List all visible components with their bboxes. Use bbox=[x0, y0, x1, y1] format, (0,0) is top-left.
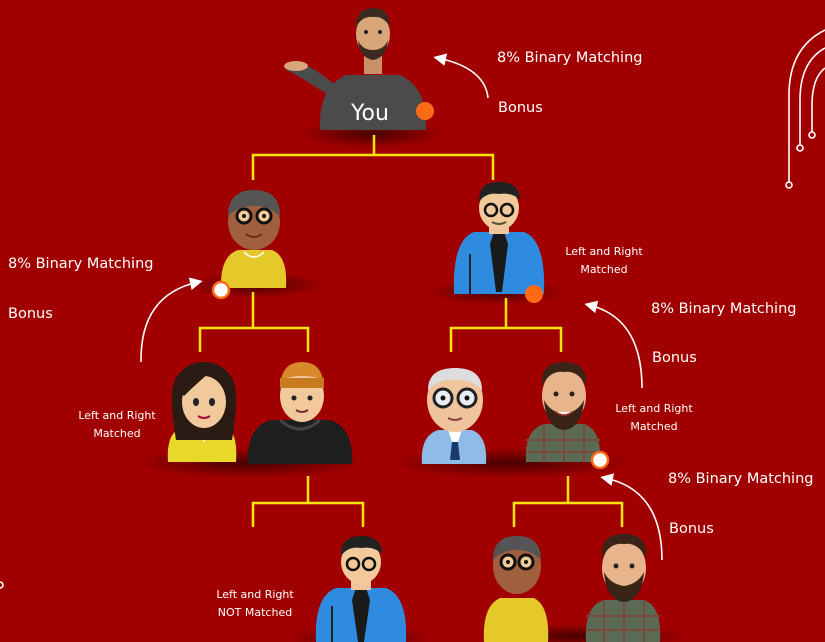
match-label: Left and Right Matched bbox=[597, 400, 711, 436]
avatar-left-2b bbox=[247, 362, 353, 464]
status-dot-orange bbox=[416, 102, 434, 120]
binary-matching-title: 8% Binary Matching bbox=[668, 471, 814, 487]
match-label-line2: Matched bbox=[93, 427, 141, 440]
avatar-right-3b bbox=[585, 534, 661, 642]
bonus-subtitle: Bonus bbox=[498, 100, 543, 116]
tree-connectors bbox=[198, 135, 624, 527]
match-label-line2: Matched bbox=[630, 420, 678, 433]
avatar-left-3 bbox=[315, 536, 407, 642]
avatar-right-3a bbox=[483, 536, 549, 642]
match-label-line2: Matched bbox=[580, 263, 628, 276]
match-label-line1: Left and Right bbox=[216, 588, 294, 601]
binary-matching-title: 8% Binary Matching bbox=[651, 301, 797, 317]
binary-matching-title: 8% Binary Matching bbox=[8, 256, 154, 272]
binary-matching-title: 8% Binary Matching bbox=[497, 50, 643, 66]
bonus-subtitle: Bonus bbox=[669, 521, 714, 537]
avatar-left-2a bbox=[167, 362, 237, 462]
match-label-line2: NOT Matched bbox=[217, 606, 293, 619]
avatar-right-2a bbox=[421, 368, 487, 464]
status-dot-orange bbox=[525, 285, 543, 303]
match-label: Left and Right Matched bbox=[61, 407, 173, 443]
circuit-decoration bbox=[0, 29, 825, 589]
avatar-you bbox=[284, 8, 427, 130]
match-label: Left and Right NOT Matched bbox=[199, 586, 311, 622]
avatar-left-1 bbox=[220, 190, 287, 288]
match-label-line1: Left and Right bbox=[615, 402, 693, 415]
match-label-line1: Left and Right bbox=[565, 245, 643, 258]
match-label: Left and Right Matched bbox=[547, 243, 661, 279]
bonus-arrows bbox=[140, 53, 663, 561]
bonus-subtitle: Bonus bbox=[8, 306, 53, 322]
avatar-right-1 bbox=[453, 182, 545, 294]
status-dot-white bbox=[590, 450, 610, 470]
avatar-right-2b bbox=[525, 362, 601, 462]
match-label-line1: Left and Right bbox=[78, 409, 156, 422]
bonus-subtitle: Bonus bbox=[652, 350, 697, 366]
root-label: You bbox=[351, 101, 389, 126]
status-dot-white bbox=[211, 280, 231, 300]
status-dots bbox=[211, 102, 610, 470]
